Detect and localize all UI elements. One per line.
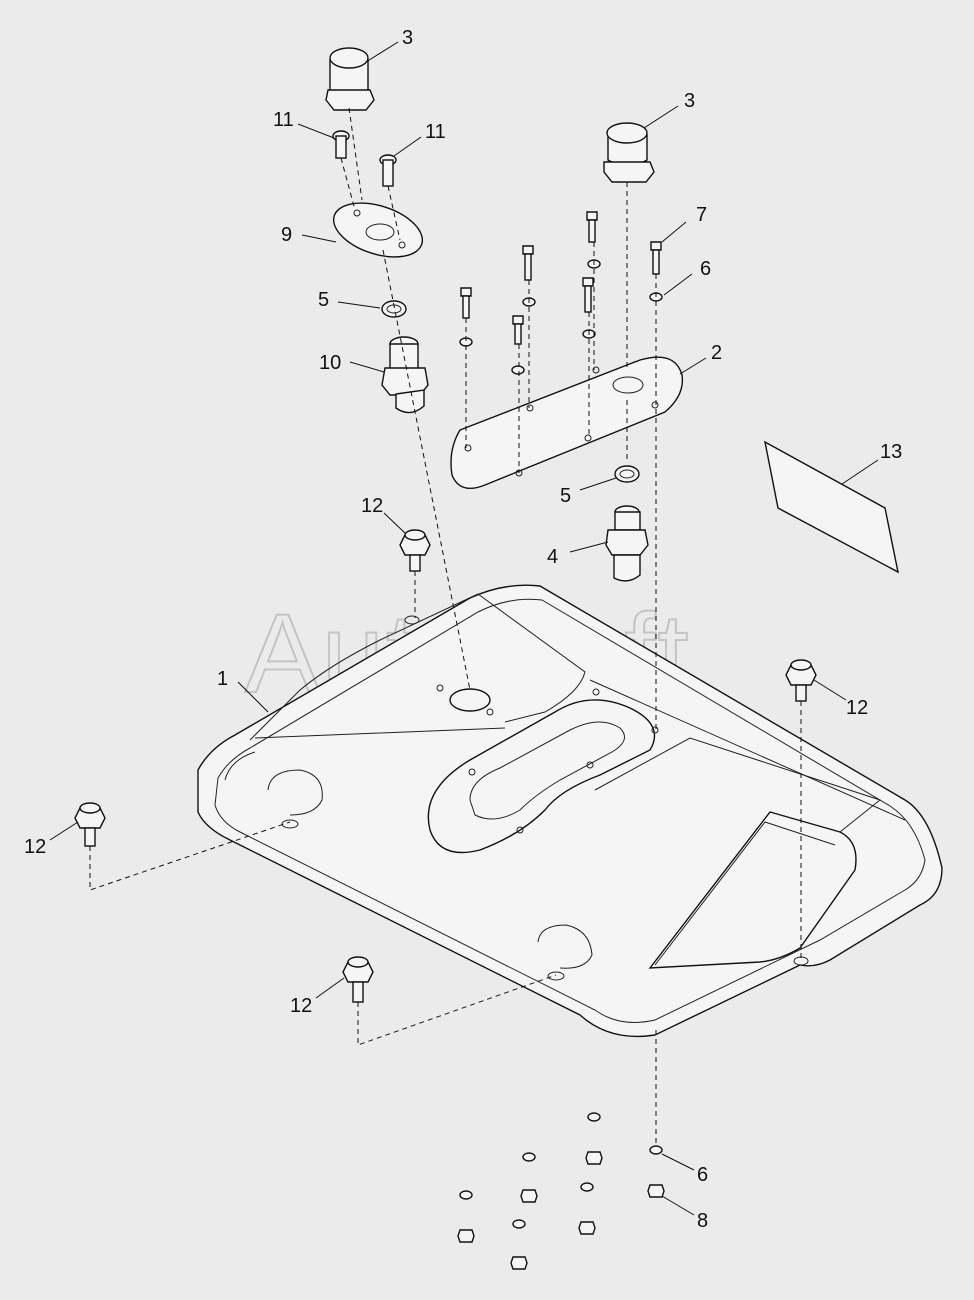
callout-8: 8 (697, 1210, 708, 1232)
flange-part-9 (332, 202, 424, 258)
callout-4: 4 (547, 546, 558, 568)
callout-3: 3 (402, 27, 413, 49)
bolt-part-12 (399, 529, 431, 572)
leader-lines (49, 41, 879, 1216)
callout-6: 6 (700, 258, 711, 280)
callout-1: 1 (217, 668, 228, 690)
bolt-part-12 (74, 802, 106, 847)
callout-9: 9 (281, 224, 292, 246)
bolt-hole (404, 615, 420, 625)
sensor-part-4 (605, 505, 649, 582)
sensor-port (449, 688, 491, 712)
screw-part-7 (512, 315, 524, 345)
cap-part-3-left (325, 47, 375, 111)
callout-11: 11 (273, 109, 294, 131)
washer-part-6 (511, 365, 525, 375)
callout-3: 3 (684, 90, 695, 112)
screw-part-7 (460, 287, 472, 319)
screw-part-7 (582, 277, 594, 313)
bolt-part-12 (342, 956, 374, 1003)
label-part-13 (764, 440, 899, 574)
bolt-hole (281, 819, 299, 829)
o-ring-part-5 (381, 300, 407, 318)
o-ring-part-5 (614, 465, 640, 483)
pin-part-11 (332, 130, 350, 159)
pin-part-11 (379, 154, 397, 187)
screw-part-7 (522, 245, 534, 281)
callout-12: 12 (846, 697, 868, 719)
callout-12: 12 (361, 495, 383, 517)
callout-12: 12 (24, 836, 46, 858)
callout-11: 11 (425, 121, 446, 143)
callout-10: 10 (319, 352, 341, 374)
callout-13: 13 (880, 441, 902, 463)
callout-6: 6 (697, 1164, 708, 1186)
bolt-hole (547, 971, 565, 981)
hardware-set-bottom (457, 1112, 665, 1270)
callout-2: 2 (711, 342, 722, 364)
screw-part-7 (650, 241, 662, 275)
assembly-lines (89, 107, 802, 1146)
callout-5: 5 (318, 289, 329, 311)
callout-7: 7 (696, 204, 707, 226)
callout-12: 12 (290, 995, 312, 1017)
screw-part-7 (586, 211, 598, 243)
cover-plate-part-2 (450, 356, 684, 489)
bolt-part-12 (785, 659, 817, 702)
base-plate-part-1 (197, 584, 943, 1038)
cap-part-3-right (603, 122, 655, 183)
fitting-part-10 (381, 336, 429, 414)
callouts: 3 3 11 11 9 7 6 5 2 10 13 5 12 4 1 12 12… (24, 27, 902, 1232)
callout-5: 5 (560, 485, 571, 507)
